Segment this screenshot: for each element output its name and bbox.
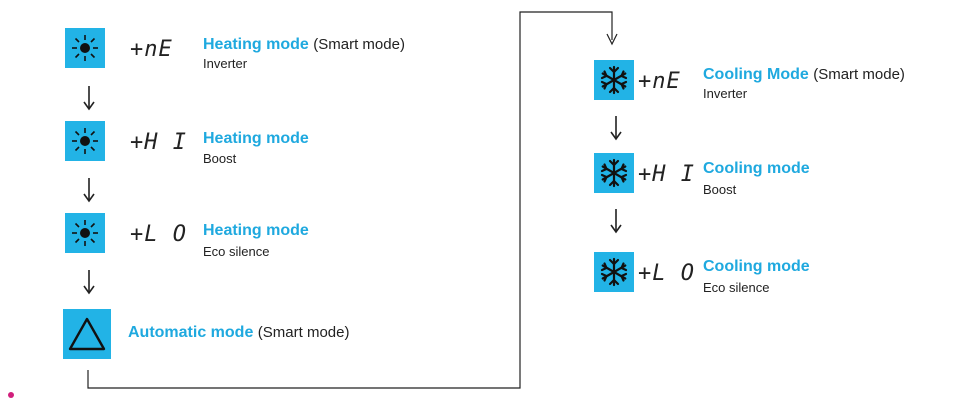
display-code: +nE [130,37,173,62]
mode-subtitle: Inverter [203,56,248,71]
mode-subtitle: Boost [203,151,237,166]
cooling-inverter-tile [594,60,634,100]
triangle-icon [68,317,106,351]
sun-icon [72,220,98,246]
automatic-mode-tile [63,309,111,359]
snowflake-icon [600,65,628,95]
display-code: +H I [638,162,695,187]
mode-title: Heating mode (Smart mode) [203,36,405,53]
cooling-eco-tile [594,252,634,292]
heating-boost-tile [65,121,105,161]
sun-icon [72,128,98,154]
heating-inverter-tile [65,28,105,68]
display-code: +nE [638,69,681,94]
mode-subtitle: Eco silence [703,280,770,295]
snowflake-icon [600,158,628,188]
cooling-boost-tile [594,153,634,193]
mode-subtitle: Boost [703,182,737,197]
down-arrow-icon [610,116,622,141]
mode-subtitle: Inverter [703,86,748,101]
down-arrow-icon [610,209,622,234]
bullet-dot [8,392,14,398]
down-arrow-icon [83,86,95,111]
sun-icon [72,35,98,61]
mode-title: Automatic mode (Smart mode) [128,324,350,341]
heating-eco-tile [65,213,105,253]
mode-subtitle: Eco silence [203,244,270,259]
mode-title: Cooling mode [703,258,810,275]
down-arrow-icon [83,270,95,295]
mode-title: Cooling Mode (Smart mode) [703,66,905,83]
down-arrow-icon [83,178,95,203]
snowflake-icon [600,257,628,287]
display-code: +L O [130,222,187,247]
display-code: +H I [130,130,187,155]
mode-title: Heating mode [203,130,309,147]
display-code: +L O [638,261,695,286]
mode-title: Heating mode [203,222,309,239]
mode-title: Cooling mode [703,160,810,177]
